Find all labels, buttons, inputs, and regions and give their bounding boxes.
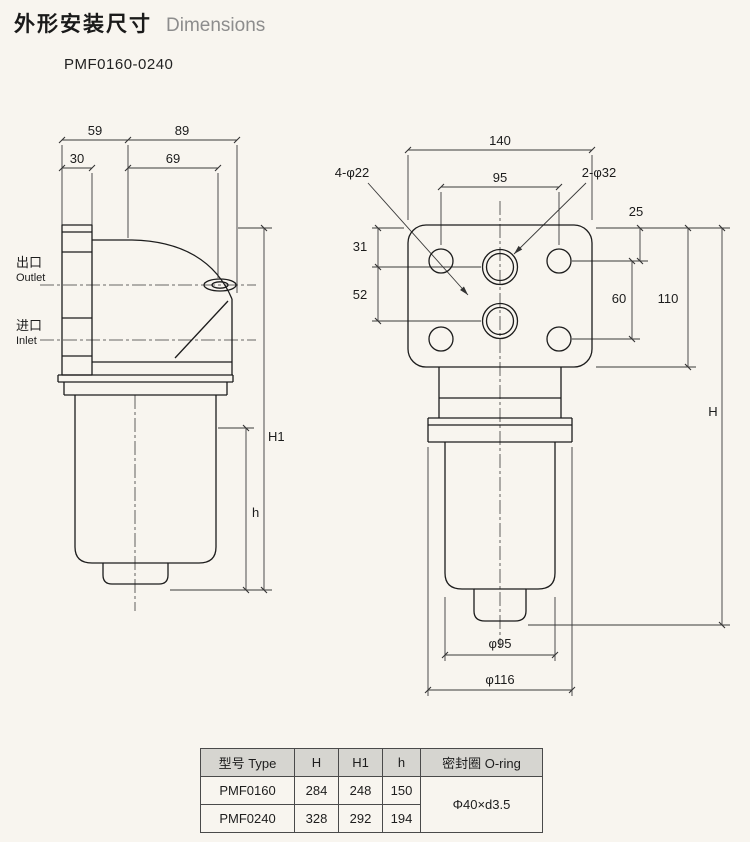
col-header-H: H: [294, 748, 339, 777]
col-header-oring: 密封圈 O-ring: [420, 748, 543, 777]
col-header-h: h: [382, 748, 421, 777]
dim-label-dia95: φ95: [489, 636, 512, 651]
dimension-lines: [58, 136, 730, 696]
dim-label-95: 95: [493, 170, 507, 185]
dimensions-table-wrap: 型号 Type H H1 h 密封圈 O-ring PMF0160 284 24…: [200, 748, 543, 833]
dim-label-110: 110: [658, 291, 679, 306]
dim-label-31: 31: [353, 239, 367, 254]
page-header: 外形安装尺寸 Dimensions: [14, 8, 265, 38]
outlet-label-en: Outlet: [16, 272, 45, 284]
callout-2-holes: 2-φ32: [582, 165, 616, 180]
cell-H-1: 328: [294, 804, 339, 833]
inlet-label-cn: 进口: [16, 318, 42, 333]
left-view-outline: [57, 224, 237, 585]
table-row-pmf0240: PMF0240 328 292 194: [200, 804, 543, 833]
dim-label-h: h: [252, 505, 259, 520]
cell-h-0: 150: [382, 776, 421, 805]
dim-label-69: 69: [166, 151, 180, 166]
cell-type-0: PMF0160: [200, 776, 295, 805]
cell-type-1: PMF0240: [200, 804, 295, 833]
page-title-cn: 外形安装尺寸: [14, 13, 152, 36]
callout-4-holes: 4-φ22: [335, 165, 369, 180]
drawing-labels: 59 89 30 69 出口 Outlet 进口 Inlet h H1 140 …: [16, 123, 718, 687]
right-view-outline: [407, 224, 593, 622]
dim-label-H: H: [708, 404, 717, 419]
cell-H1-0: 248: [338, 776, 383, 805]
table-row-pmf0160: PMF0160 284 248 150 Φ40×d3.5: [200, 776, 543, 833]
dim-label-dia116: φ116: [485, 672, 514, 687]
cell-H1-1: 292: [338, 804, 383, 833]
dim-label-30: 30: [70, 151, 84, 166]
table-header-row: 型号 Type H H1 h 密封圈 O-ring: [200, 748, 543, 777]
dim-label-H1: H1: [268, 429, 285, 444]
cell-H-0: 284: [294, 776, 339, 805]
col-header-H1: H1: [338, 748, 383, 777]
col-header-type: 型号 Type: [200, 748, 295, 777]
cell-h-1: 194: [382, 804, 421, 833]
outlet-label-cn: 出口: [16, 255, 42, 270]
dim-label-52: 52: [353, 287, 367, 302]
technical-drawing: 59 89 30 69 出口 Outlet 进口 Inlet h H1 140 …: [16, 123, 730, 696]
model-label: PMF0160-0240: [64, 56, 174, 73]
dim-label-60: 60: [612, 291, 626, 306]
inlet-label-en: Inlet: [16, 335, 37, 347]
centerlines: [40, 201, 501, 647]
dimensions-table: 型号 Type H H1 h 密封圈 O-ring PMF0160 284 24…: [200, 748, 543, 833]
dim-label-140: 140: [489, 133, 511, 148]
cell-oring: Φ40×d3.5: [420, 776, 543, 833]
dim-label-25: 25: [629, 204, 643, 219]
dim-label-89: 89: [175, 123, 189, 138]
dim-label-59: 59: [88, 123, 102, 138]
page-title-en: Dimensions: [166, 15, 266, 36]
